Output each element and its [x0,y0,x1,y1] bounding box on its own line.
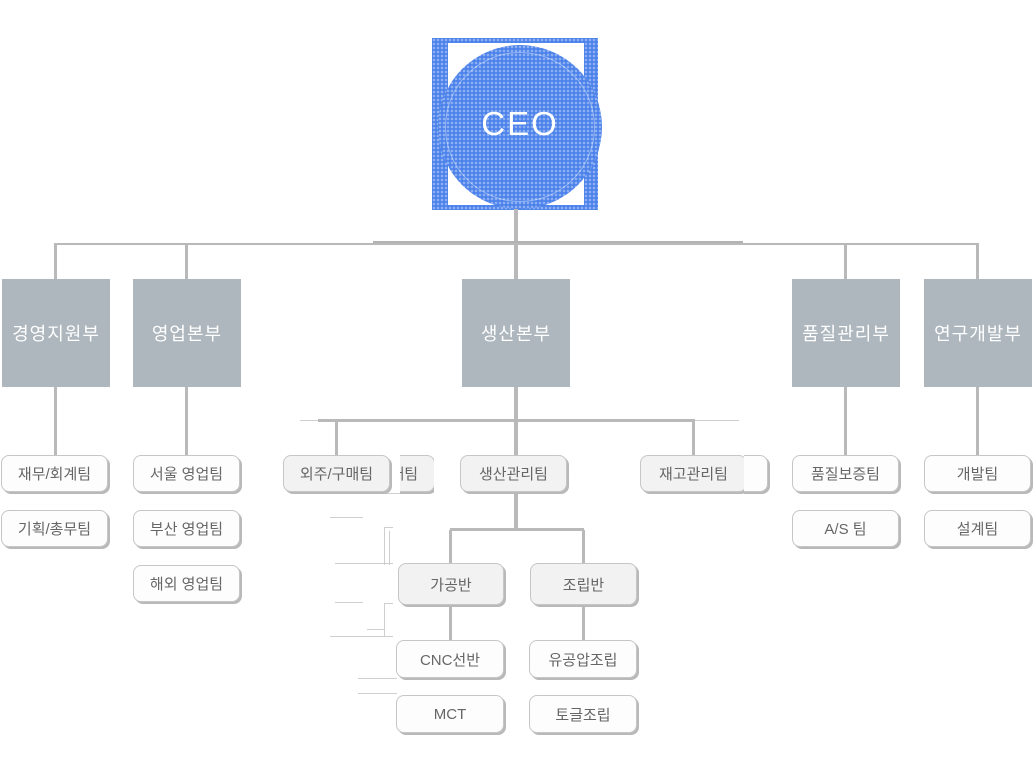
team-label: 설계팀 [956,521,999,538]
connector-prodmgmt-drop [514,492,518,529]
team-planning-admin: 기획/총무팀 [1,510,108,547]
connector-dept1-teams [54,387,57,455]
team-mct: MCT [396,695,504,733]
artifact-line [330,517,363,518]
ceo-node: CEO [438,45,602,209]
connector-drop-machining [449,530,452,563]
clipped-box-fragment: 외주/구매팀 [400,453,434,494]
team-design: 설계팀 [924,510,1031,547]
connector-dept5-teams [976,387,979,455]
team-label: 부산 영업팀 [149,521,224,538]
team-production-management: 생산관리팀 [460,455,567,492]
team-busan-sales: 부산 영업팀 [133,510,240,547]
team-label: 해외 영업팀 [149,576,224,593]
team-label: 토글조립 [555,706,611,724]
artifact-line [358,693,397,694]
team-cnc-lathe: CNC선반 [396,640,504,678]
artifact-line [384,527,393,528]
artifact-line [384,603,393,604]
connector-drop-outsourcing [335,421,338,455]
connector-drop-inventory [692,421,695,455]
dept-label: 연구개발부 [934,324,1022,344]
dept-label: 영업본부 [151,324,223,344]
clipped-team-box [744,455,768,492]
connector-dept4-teams [844,387,847,455]
artifact-line [695,420,739,421]
team-label: 외주/구매팀 [400,466,419,483]
team-label: 서울 영업팀 [149,466,224,483]
connector-drop-dept1 [54,245,57,279]
artifact-line [360,493,400,494]
team-label: 기획/총무팀 [17,521,92,538]
team-label: 생산관리팀 [478,466,548,483]
artifact-line [335,563,393,564]
connector-ceo-drop [514,209,518,244]
connector-production-drop [514,387,518,419]
dept-sales: 영업본부 [133,279,241,387]
team-inventory-management: 재고관리팀 [640,455,747,492]
artifact-line [335,602,363,603]
team-pneumatic-assembly: 유공압조립 [529,640,637,678]
connector-production-horizontal [318,419,695,422]
artifact-line [330,636,393,637]
team-label: MCT [433,705,467,723]
ceo-label: CEO [481,105,559,142]
connector-top-horizontal-overlay [373,241,743,243]
team-label: 유공압조립 [548,651,618,669]
team-overseas-sales: 해외 영업팀 [133,565,240,602]
team-label: 재무/회계팀 [17,466,92,483]
team-outsourcing-purchasing: 외주/구매팀 [283,455,390,492]
connector-drop-production-mgmt [514,421,518,455]
team-label: 조립반 [562,576,605,594]
team-toggle-assembly: 토글조립 [529,695,637,733]
team-label: 품질보증팀 [810,466,880,483]
artifact-line [389,531,390,565]
connector-drop-assembly [582,530,585,563]
team-development: 개발팀 [924,455,1031,492]
connector-assembly-children [582,605,585,640]
artifact-line [384,527,385,565]
group-assembly: 조립반 [530,563,637,605]
dept-quality: 품질관리부 [792,279,900,387]
connector-machining-children [449,605,452,640]
artifact-line [300,420,318,421]
clipped-team-box: 외주/구매팀 [400,455,434,492]
connector-top-horizontal [54,243,979,245]
dept-management-support: 경영지원부 [2,279,110,387]
connector-drop-dept3 [514,245,518,279]
team-label: 재고관리팀 [658,466,728,483]
connector-drop-dept2 [185,245,188,279]
team-quality-assurance: 품질보증팀 [792,455,899,492]
team-label: CNC선반 [419,651,481,669]
clipped-box-fragment [744,453,770,494]
team-as: A/S 팀 [792,510,899,547]
dept-label: 경영지원부 [12,324,100,344]
artifact-line [384,603,385,637]
dept-label: 품질관리부 [802,324,890,344]
team-finance-accounting: 재무/회계팀 [1,455,108,492]
dept-label: 생산본부 [480,324,552,344]
connector-groups-horizontal [450,528,584,531]
dept-rnd: 연구개발부 [924,279,1032,387]
team-label: 가공반 [430,576,472,594]
team-seoul-sales: 서울 영업팀 [133,455,240,492]
connector-drop-dept4 [844,245,847,279]
group-machining: 가공반 [398,563,504,605]
artifact-line [367,629,385,630]
team-label: 개발팀 [956,466,999,483]
dept-production: 생산본부 [462,279,570,387]
artifact-line [358,678,397,679]
team-label: 외주/구매팀 [299,466,374,483]
connector-dept2-teams [185,387,188,455]
team-label: A/S 팀 [824,521,867,538]
connector-drop-dept5 [976,245,979,279]
